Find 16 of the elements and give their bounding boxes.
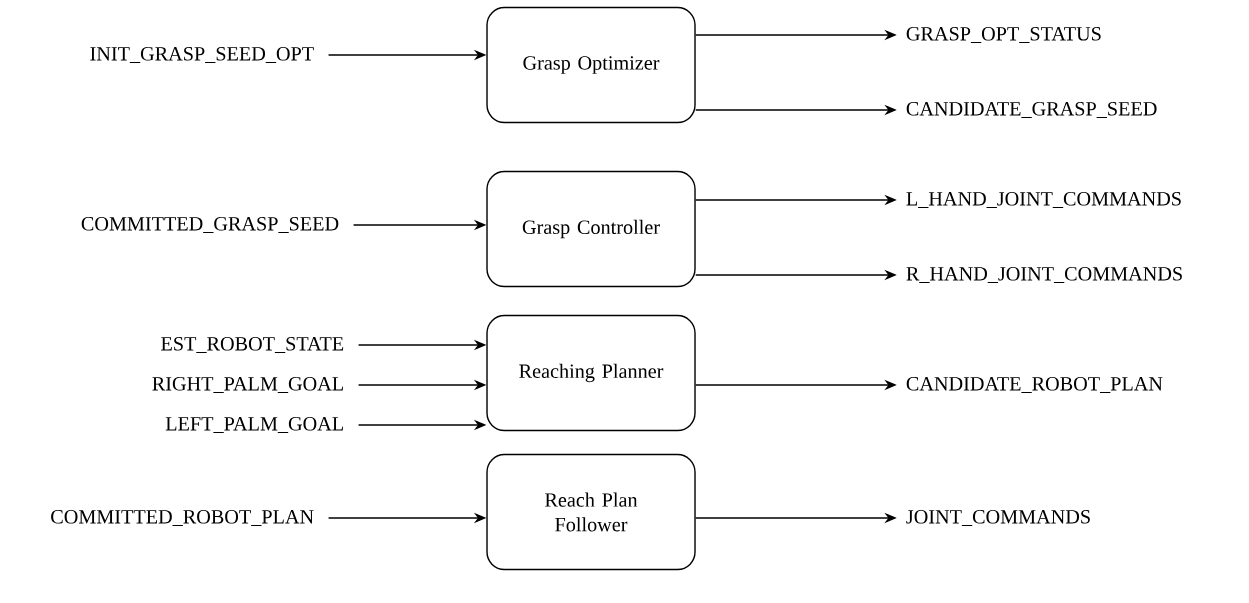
signal-label: GRASP_OPT_STATUS <box>906 27 1101 43</box>
process-box: Grasp Optimizer <box>486 6 696 124</box>
signal-label: EST_ROBOT_STATE <box>161 337 344 353</box>
signal-label: LEFT_PALM_GOAL <box>165 417 343 433</box>
signal-label: COMMITTED_ROBOT_PLAN <box>51 510 314 526</box>
process-box: Reach Plan Follower <box>486 453 696 571</box>
signal-label: COMMITTED_GRASP_SEED <box>81 217 339 233</box>
signal-label: CANDIDATE_ROBOT_PLAN <box>906 377 1163 393</box>
signal-label: L_HAND_JOINT_COMMANDS <box>906 192 1181 208</box>
signal-label: INIT_GRASP_SEED_OPT <box>90 47 314 63</box>
signal-label: CANDIDATE_GRASP_SEED <box>906 102 1157 118</box>
signal-label: R_HAND_JOINT_COMMANDS <box>906 267 1182 283</box>
signal-label: RIGHT_PALM_GOAL <box>152 377 343 393</box>
process-box: Reaching Planner <box>486 314 696 432</box>
signal-label: JOINT_COMMANDS <box>906 510 1090 526</box>
process-box: Grasp Controller <box>486 170 696 288</box>
